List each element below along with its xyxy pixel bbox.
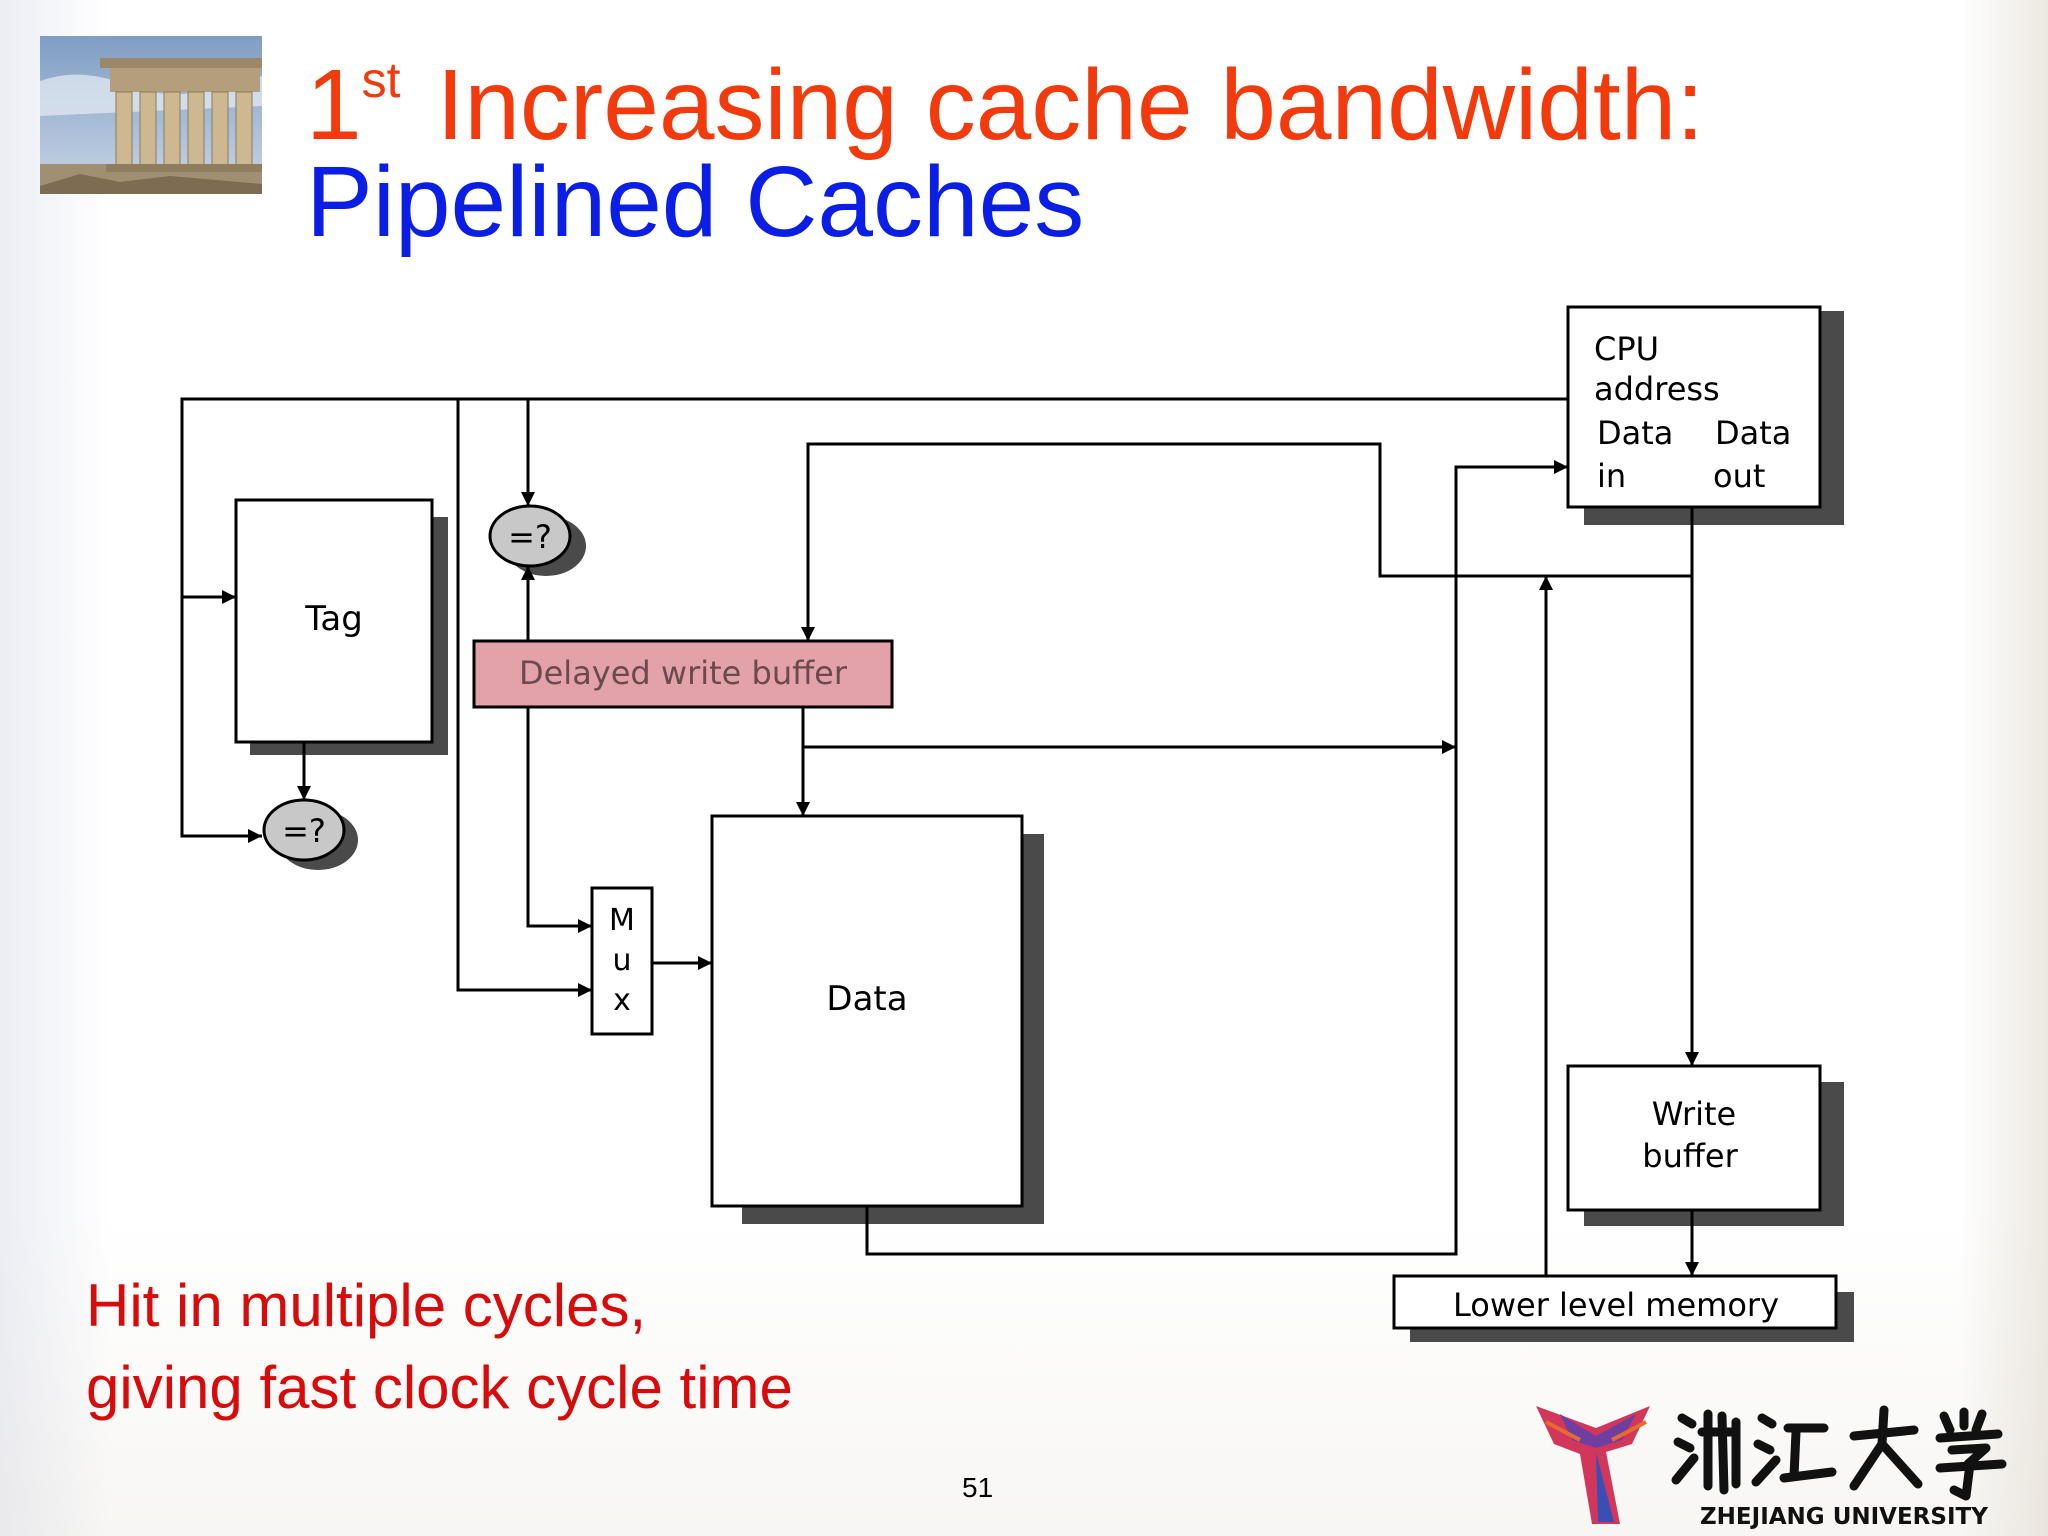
comparator-bottom-label: =? [282, 812, 326, 850]
logo-emblem [1536, 1406, 1650, 1524]
write-buffer-label-2: buffer [1642, 1137, 1738, 1175]
tag-label: Tag [304, 599, 363, 639]
logo-chinese-characters [1671, 1405, 2007, 1501]
write-buffer-label-1: Write [1652, 1095, 1736, 1133]
page-number: 51 [962, 1472, 994, 1503]
lower-level-memory-box: Lower level memory [1392, 1274, 1838, 1330]
mux-label-x: x [613, 983, 631, 1018]
mux-box: M u x [590, 886, 654, 1036]
cpu-address-label: address [1594, 370, 1720, 408]
delayed-write-buffer: Delayed write buffer [472, 639, 894, 709]
temple-photo [40, 36, 262, 194]
logo-text: ZHEJIANG UNIVERSITY [1700, 1504, 1988, 1530]
data-in-label-2: in [1597, 457, 1626, 495]
title-number: 1 [306, 49, 362, 161]
mux-label-u: u [612, 943, 631, 978]
slide-title-line2: Pipelined Caches [306, 146, 1085, 258]
cpu-box: CPU address Data in Data out [1566, 305, 1822, 509]
background-left-fade [0, 0, 110, 1536]
title-text: Increasing cache bandwidth: [436, 49, 1705, 161]
comparator-top: =? [488, 504, 572, 568]
caption-line1: Hit in multiple cycles, [86, 1272, 647, 1339]
mux-label-m: M [609, 903, 635, 938]
data-out-label-1: Data [1715, 414, 1791, 452]
comparator-top-label: =? [508, 518, 552, 556]
data-in-label-1: Data [1597, 414, 1673, 452]
slide-title-line1: 1st Increasing cache bandwidth: [306, 20, 1704, 165]
caption-line2: giving fast clock cycle time [86, 1354, 793, 1421]
write-buffer-box: Write buffer [1566, 1064, 1822, 1212]
cpu-label: CPU [1594, 330, 1659, 368]
data-label: Data [826, 979, 907, 1019]
wires [180, 397, 1699, 1276]
lower-level-memory-label: Lower level memory [1453, 1286, 1779, 1324]
delayed-write-buffer-label: Delayed write buffer [519, 654, 848, 692]
zhejiang-university-logo: ZHEJIANG UNIVERSITY [1536, 1405, 2007, 1530]
comparator-bottom: =? [262, 798, 346, 862]
data-box: Data [710, 814, 1024, 1208]
background-right-fade [1958, 0, 2048, 1536]
data-out-label-2: out [1713, 457, 1765, 495]
title-superscript: st [361, 52, 401, 108]
tag-box: Tag [234, 498, 434, 744]
